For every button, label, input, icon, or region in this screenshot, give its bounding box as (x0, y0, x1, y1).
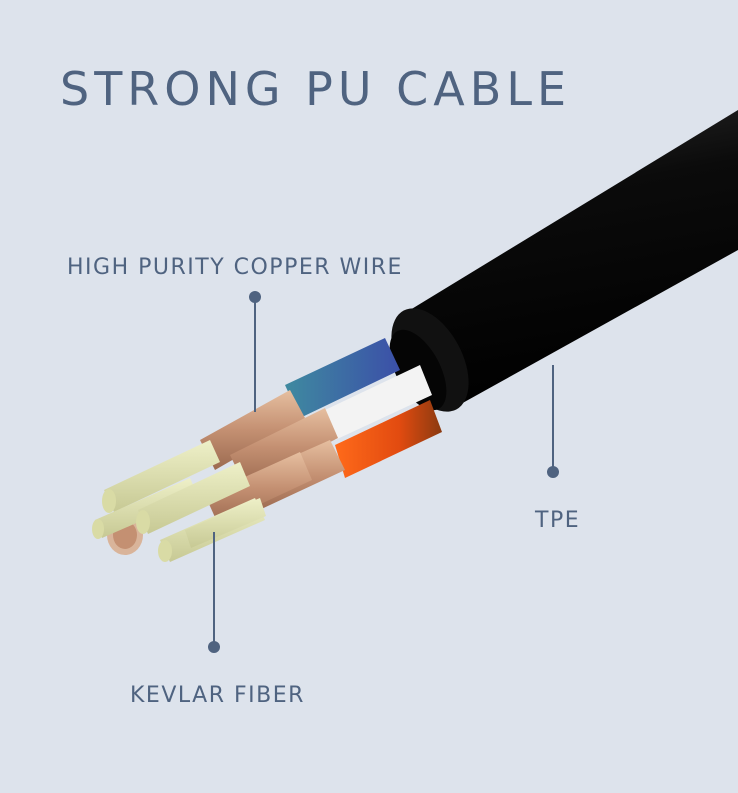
callout-tpe (547, 365, 559, 478)
callout-copper (249, 291, 261, 412)
page-title: STRONG PU CABLE (60, 62, 572, 116)
kevlar-fibers (92, 440, 266, 562)
inner-wires (285, 338, 442, 478)
label-copper-wire: HIGH PURITY COPPER WIRE (67, 255, 403, 280)
tpe-jacket (389, 110, 738, 412)
label-tpe: TPE (535, 508, 581, 533)
label-kevlar-fiber: KEVLAR FIBER (130, 683, 305, 708)
callout-kevlar (208, 532, 220, 653)
